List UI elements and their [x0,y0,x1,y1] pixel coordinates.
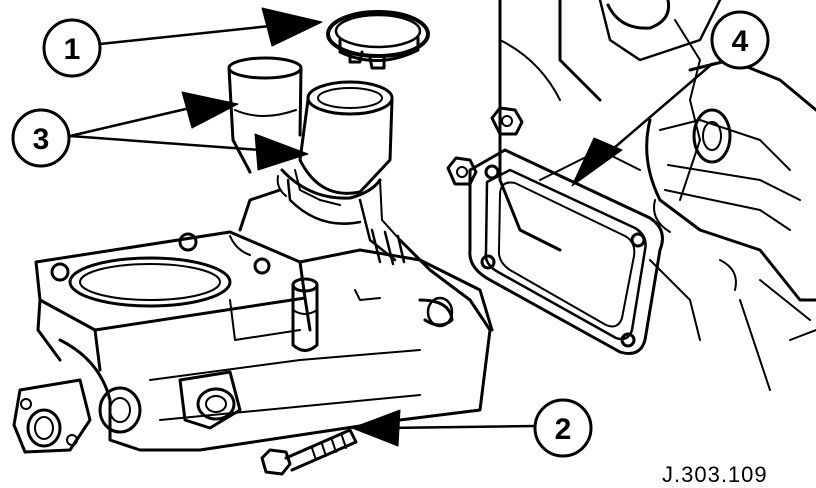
inlet-port-left [12,378,92,454]
callout-1: 1 [42,18,102,78]
callout-4-label: 4 [732,25,749,58]
reference-code: J.303.109 [662,462,768,487]
sensor-stud [291,277,319,352]
outlet-pipe-rear [227,56,303,174]
callout-3-label: 3 [33,123,50,156]
arrow-1 [261,7,323,47]
engine-block [498,0,816,391]
leader-lines [68,24,714,430]
leader-3a [68,106,192,138]
gasket [468,148,664,355]
nut-lower [446,156,478,186]
outlet-pipe-front [276,80,394,225]
leader-3b [68,134,262,152]
side-boss [98,386,142,434]
callout-1-label: 1 [64,33,81,66]
arrowheads [181,7,623,447]
nut-upper [490,106,524,136]
arrow-3b [254,133,309,171]
callout-2: 2 [533,398,593,458]
arrow-3a [181,91,239,129]
arrow-2 [351,409,401,447]
leader-4 [598,62,714,162]
plug [178,370,242,430]
thermostat-housing [34,179,494,452]
leader-1 [98,24,272,46]
leader-2 [383,424,537,430]
callout-3: 3 [11,108,71,168]
callout-4: 4 [710,10,770,70]
arrow-4 [571,137,623,187]
hose-clamp [326,10,430,70]
callout-2-label: 2 [555,413,572,446]
bolt [260,428,358,476]
